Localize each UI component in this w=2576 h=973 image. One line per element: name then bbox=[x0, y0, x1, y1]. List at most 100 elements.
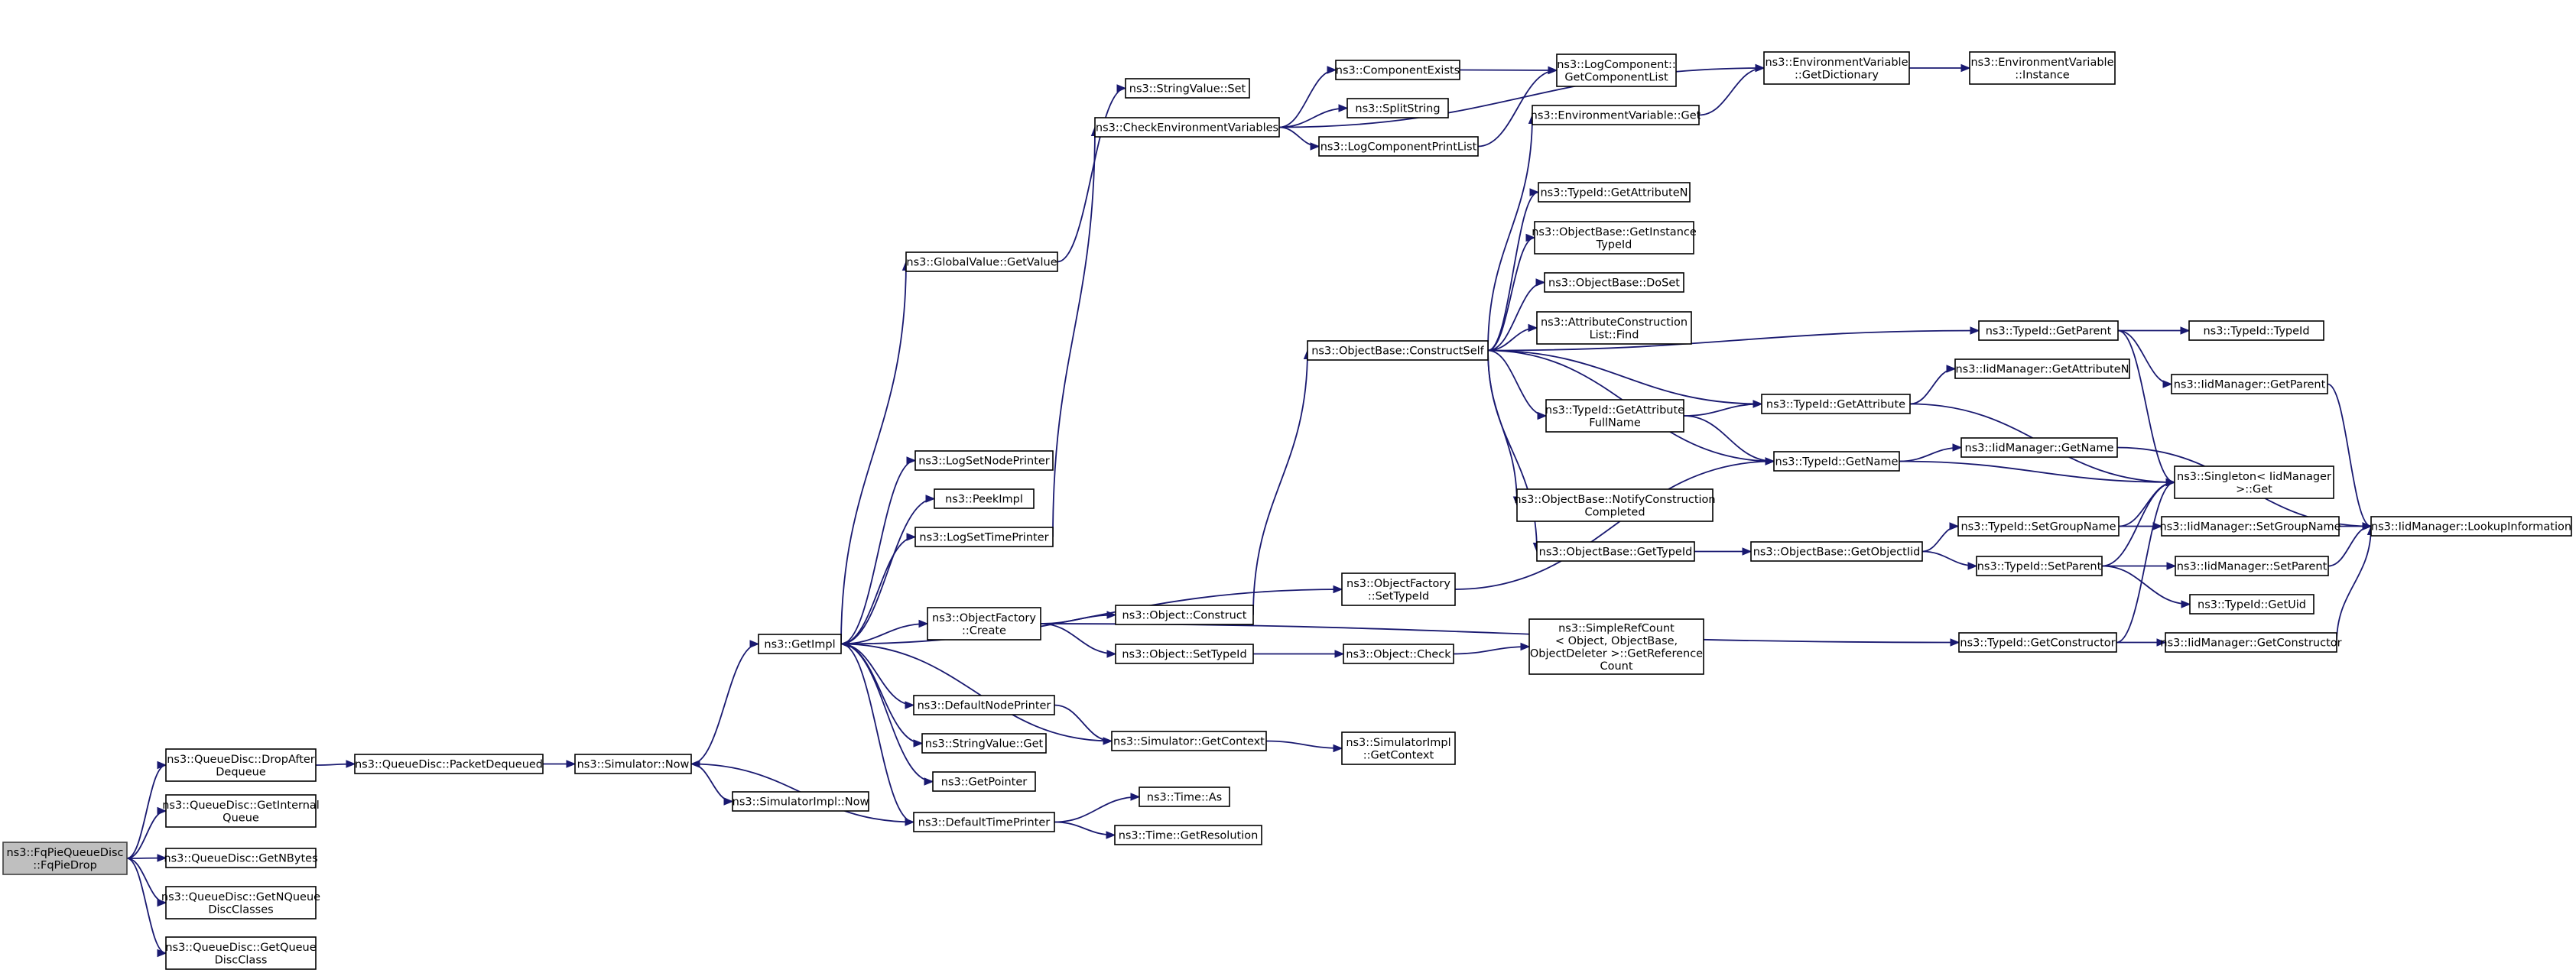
edge-objectfactory_create-to-object_settypeid bbox=[1040, 623, 1117, 658]
edge-envvar_get-to-envvar_getdictionary bbox=[1698, 63, 1766, 116]
node-peekimpl[interactable]: ns3::PeekImpl bbox=[934, 488, 1035, 509]
node-label: ns3::TypeId::TypeId bbox=[2203, 326, 2309, 338]
node-objectbase_constructself[interactable]: ns3::ObjectBase::ConstructSelf bbox=[1307, 340, 1489, 361]
node-typeid_getparent[interactable]: ns3::TypeId::GetParent bbox=[1978, 320, 2119, 341]
arrowhead bbox=[840, 640, 850, 648]
node-envvar_instance[interactable]: ns3::EnvironmentVariable::Instance bbox=[1969, 51, 2116, 85]
edge-line bbox=[690, 763, 733, 803]
node-label: ns3::GetImpl bbox=[764, 639, 835, 651]
node-object_settypeid[interactable]: ns3::Object::SetTypeId bbox=[1115, 644, 1254, 664]
node-logsetnodeprinter[interactable]: ns3::LogSetNodePrinter bbox=[914, 450, 1054, 471]
node-box bbox=[1750, 541, 1923, 562]
node-label: ns3::ComponentExists bbox=[1336, 65, 1460, 77]
node-logcomponent_getcomponentlist[interactable]: ns3::LogComponent::GetComponentList bbox=[1556, 54, 1677, 87]
node-iidmanager_getattributen[interactable]: ns3::IidManager::GetAttributeN bbox=[1954, 358, 2130, 379]
node-defaulttimeprinter[interactable]: ns3::DefaultTimePrinter bbox=[913, 812, 1055, 832]
node-envvar_getdictionary[interactable]: ns3::EnvironmentVariable::GetDictionary bbox=[1763, 51, 1910, 85]
node-typeid_getattribute[interactable]: ns3::TypeId::GetAttribute bbox=[1761, 394, 1911, 414]
node-objectfactory_settypeid[interactable]: ns3::ObjectFactory::SetTypeId bbox=[1341, 572, 1456, 606]
node-iidmanager_lookupinformation[interactable]: ns3::IidManager::LookupInformation bbox=[2370, 516, 2572, 537]
arrowhead bbox=[2166, 562, 2177, 570]
node-box bbox=[165, 748, 317, 782]
node-qd_getnbytes[interactable]: ns3::QueueDisc::GetNBytes bbox=[164, 848, 318, 868]
node-iidmanager_getconstructor[interactable]: ns3::IidManager::GetConstructor bbox=[2160, 632, 2342, 653]
node-label: ns3::ObjectBase::NotifyConstruction bbox=[1514, 494, 1715, 506]
node-label: ns3::ObjectBase::ConstructSelf bbox=[1311, 345, 1484, 358]
node-objectbase_gettypeid[interactable]: ns3::ObjectBase::GetTypeId bbox=[1536, 541, 1695, 562]
node-envvar_get[interactable]: ns3::EnvironmentVariable::Get bbox=[1531, 105, 1701, 125]
node-object_check[interactable]: ns3::Object::Check bbox=[1343, 644, 1454, 664]
edge-globalvalue_getvalue-to-stringvalue_set bbox=[1057, 84, 1127, 263]
node-time_getresolution[interactable]: ns3::Time::GetResolution bbox=[1114, 825, 1262, 845]
node-box bbox=[1307, 340, 1489, 361]
edge-line bbox=[2116, 482, 2175, 644]
edge-sim_now-to-simimpl_now bbox=[690, 763, 734, 806]
node-typeid_getattributen[interactable]: ns3::TypeId::GetAttributeN bbox=[1538, 182, 1691, 203]
node-typeid_typeid[interactable]: ns3::TypeId::TypeId bbox=[2188, 320, 2324, 341]
edge-line bbox=[1252, 350, 1308, 615]
node-box bbox=[1335, 60, 1460, 80]
node-stringvalue_get[interactable]: ns3::StringValue::Get bbox=[921, 733, 1047, 754]
node-label: ns3::EnvironmentVariable bbox=[1765, 57, 1908, 69]
edge-objectbase_constructself-to-typeid_getattribute bbox=[1487, 349, 1763, 408]
edge-typeid_getattribute-to-iidmanager_getattributen bbox=[1909, 365, 1957, 405]
node-getpointer[interactable]: ns3::GetPointer bbox=[932, 771, 1036, 792]
edge-line bbox=[840, 536, 916, 645]
node-simplerefcount_getreferencecount[interactable]: ns3::SimpleRefCount< Object, ObjectBase,… bbox=[1528, 618, 1704, 675]
node-sim_getcontext[interactable]: ns3::Simulator::GetContext bbox=[1111, 731, 1267, 751]
node-simimpl_now[interactable]: ns3::SimulatorImpl::Now bbox=[732, 791, 869, 812]
node-typeid_setgroupname[interactable]: ns3::TypeId::SetGroupName bbox=[1957, 516, 2120, 537]
node-box bbox=[2188, 320, 2324, 341]
node-componentexists[interactable]: ns3::ComponentExists bbox=[1335, 60, 1460, 80]
node-logsettimeprinter[interactable]: ns3::LogSetTimePrinter bbox=[914, 527, 1054, 547]
node-globalvalue_getvalue[interactable]: ns3::GlobalValue::GetValue bbox=[905, 251, 1058, 272]
node-getimpl[interactable]: ns3::GetImpl bbox=[758, 634, 842, 654]
edge-sim_getcontext-to-getimpl bbox=[840, 640, 1113, 742]
edge-line bbox=[1040, 614, 1116, 624]
arrowhead bbox=[1960, 63, 1971, 73]
node-time_as[interactable]: ns3::Time::As bbox=[1139, 787, 1230, 807]
node-typeid_getuid[interactable]: ns3::TypeId::GetUid bbox=[2189, 594, 2315, 615]
node-simimpl_getcontext[interactable]: ns3::SimulatorImpl::GetContext bbox=[1341, 731, 1456, 765]
edge-line bbox=[1899, 446, 1962, 462]
node-qd_packetdequeued[interactable]: ns3::QueueDisc::PacketDequeued bbox=[354, 754, 544, 774]
edge-line bbox=[1683, 415, 1775, 462]
node-sim_now[interactable]: ns3::Simulator::Now bbox=[574, 754, 692, 774]
arrowhead bbox=[1106, 650, 1117, 658]
node-typeid_getname[interactable]: ns3::TypeId::GetName bbox=[1773, 451, 1900, 472]
edge-objectfactory_create-to-object_construct bbox=[1040, 611, 1117, 624]
node-fqpie_drop[interactable]: ns3::FqPieQueueDisc::FqPieDrop bbox=[2, 842, 128, 875]
arrowhead bbox=[157, 761, 167, 770]
node-box bbox=[2171, 374, 2328, 394]
node-defaultnodeprinter[interactable]: ns3::DefaultNodePrinter bbox=[913, 695, 1055, 715]
node-box bbox=[574, 754, 692, 774]
edge-objectbase_constructself-to-typeid_getattributefullname bbox=[1487, 349, 1548, 420]
node-iidmanager_setgroupname[interactable]: ns3::IidManager::SetGroupName bbox=[2159, 516, 2341, 537]
node-singleton_get[interactable]: ns3::Singleton< IidManager>::Get bbox=[2174, 465, 2334, 499]
node-object_construct[interactable]: ns3::Object::Construct bbox=[1115, 605, 1254, 625]
node-checkenvvars[interactable]: ns3::CheckEnvironmentVariables bbox=[1094, 117, 1280, 138]
node-objectbase_doset[interactable]: ns3::ObjectBase::DoSet bbox=[1544, 272, 1684, 293]
node-iidmanager_setparent[interactable]: ns3::IidManager::SetParent bbox=[2175, 556, 2329, 576]
node-typeid_getconstructor[interactable]: ns3::TypeId::GetConstructor bbox=[1958, 632, 2117, 653]
node-typeid_setparent[interactable]: ns3::TypeId::SetParent bbox=[1976, 556, 2103, 576]
node-stringvalue_set[interactable]: ns3::StringValue::Set bbox=[1125, 78, 1250, 99]
arrowhead bbox=[2180, 326, 2191, 335]
edge-typeid_setparent-to-iidmanager_setparent bbox=[2102, 562, 2177, 570]
node-iidmanager_getparent[interactable]: ns3::IidManager::GetParent bbox=[2171, 374, 2328, 394]
node-splitstring[interactable]: ns3::SplitString bbox=[1346, 98, 1449, 118]
node-logcomponentprintlist[interactable]: ns3::LogComponentPrintList bbox=[1318, 136, 1479, 157]
node-label: ns3::GetPointer bbox=[941, 777, 1028, 789]
node-objectbase_notifyconstructioncompleted[interactable]: ns3::ObjectBase::NotifyConstructionCompl… bbox=[1514, 488, 1716, 522]
node-iidmanager_getname[interactable]: ns3::IidManager::GetName bbox=[1960, 437, 2118, 458]
edge-line bbox=[1454, 460, 1775, 590]
node-objectfactory_create[interactable]: ns3::ObjectFactory::Create bbox=[927, 607, 1041, 641]
node-objectbase_getobjectiid[interactable]: ns3::ObjectBase::GetObjectIid bbox=[1750, 541, 1923, 562]
